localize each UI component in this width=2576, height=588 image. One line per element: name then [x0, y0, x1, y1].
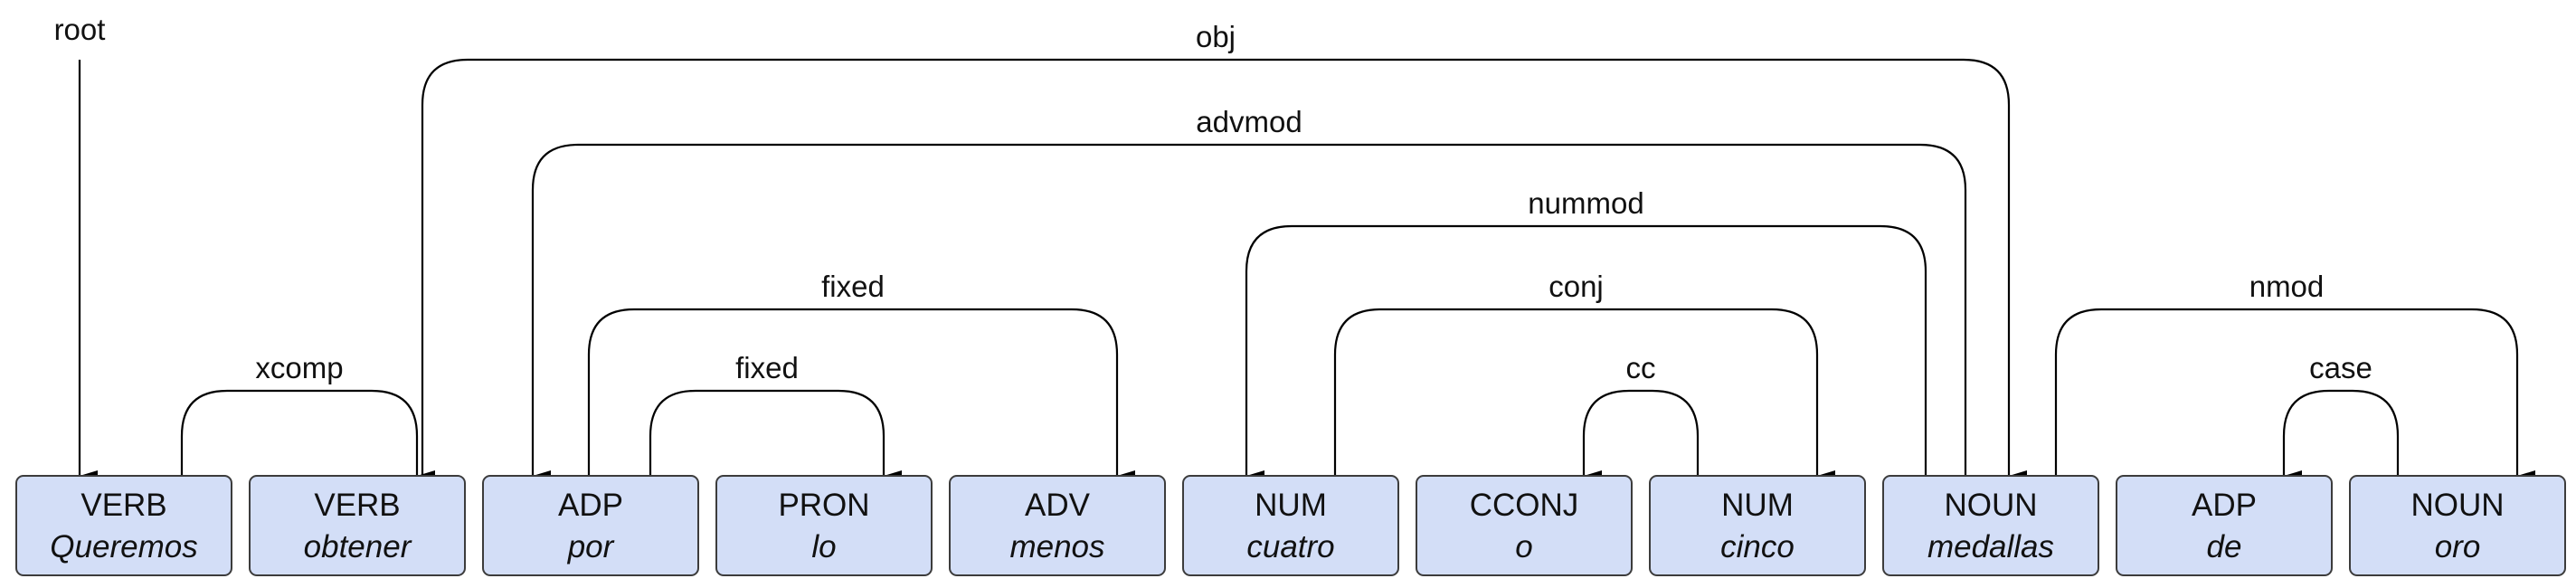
- arc-nummod: [1245, 224, 1927, 481]
- token-word: por: [567, 529, 615, 564]
- arc-label: case: [2309, 351, 2372, 384]
- token-box: [1182, 475, 1399, 576]
- token-box: [1882, 475, 2099, 576]
- token-word: oro: [2435, 529, 2481, 564]
- token-word: lo: [811, 529, 836, 564]
- token-1: VERB obtener: [249, 475, 466, 576]
- token-pos: CCONJ: [1470, 488, 1579, 523]
- token-7: NUM cinco: [1649, 475, 1866, 576]
- token-box: [2116, 475, 2333, 576]
- arc-label: fixed: [821, 270, 885, 303]
- token-box: [15, 475, 232, 576]
- token-pos: ADP: [2192, 488, 2257, 523]
- arc-conj: [1333, 308, 1835, 481]
- arc-label: obj: [1196, 20, 1236, 53]
- token-4: ADV menos: [949, 475, 1166, 576]
- token-pos: VERB: [314, 488, 400, 523]
- token-2: ADP por: [482, 475, 699, 576]
- arc-nmod: [2054, 308, 2535, 481]
- token-3: PRON lo: [715, 475, 933, 576]
- token-box: [949, 475, 1166, 576]
- token-5: NUM cuatro: [1182, 475, 1399, 576]
- arc-fixed: [649, 389, 902, 481]
- arc-label: nummod: [1528, 186, 1643, 220]
- arc-label: advmod: [1196, 105, 1302, 138]
- token-box: [2349, 475, 2566, 576]
- token-word: o: [1515, 529, 1532, 564]
- tokens-layer: VERB Queremos VERB obtener ADP por PRON lo ADV me…: [15, 475, 2566, 576]
- token-pos: NOUN: [1944, 488, 2037, 523]
- token-0: VERB Queremos: [15, 475, 232, 576]
- arcs-layer: xcomp fixed cc case fixed conj nmod nummod advmo…: [54, 13, 2535, 481]
- arc-cc: [1582, 389, 1700, 481]
- token-pos: NOUN: [2410, 488, 2504, 523]
- token-word: cuatro: [1246, 529, 1334, 564]
- token-pos: NUM: [1255, 488, 1327, 523]
- arc-advmod: [531, 143, 1967, 481]
- token-box: [482, 475, 699, 576]
- token-8: NOUN medallas: [1882, 475, 2099, 576]
- token-pos: NUM: [1721, 488, 1794, 523]
- arc-obj: [421, 58, 2027, 481]
- token-10: NOUN oro: [2349, 475, 2566, 576]
- token-word: cinco: [1720, 529, 1795, 564]
- arc-label: nmod: [2249, 270, 2325, 303]
- token-word: Queremos: [50, 529, 197, 564]
- root-label: root: [54, 13, 106, 46]
- token-word: de: [2207, 529, 2242, 564]
- token-pos: ADV: [1025, 488, 1091, 523]
- arc-case: [2282, 389, 2400, 481]
- arc-label: xcomp: [255, 351, 343, 384]
- token-word: medallas: [1927, 529, 2054, 564]
- token-6: CCONJ o: [1416, 475, 1633, 576]
- token-pos: PRON: [778, 488, 869, 523]
- arc-label: conj: [1548, 270, 1604, 303]
- arc-label: fixed: [735, 351, 799, 384]
- token-box: [1649, 475, 1866, 576]
- arc-label: cc: [1626, 351, 1656, 384]
- token-word: obtener: [304, 529, 412, 564]
- token-pos: ADP: [558, 488, 623, 523]
- token-box: [249, 475, 466, 576]
- arc-fixed: [587, 308, 1135, 481]
- token-box: [1416, 475, 1633, 576]
- token-word: menos: [1009, 529, 1104, 564]
- arc-xcomp: [180, 389, 435, 481]
- token-9: ADP de: [2116, 475, 2333, 576]
- token-pos: VERB: [80, 488, 166, 523]
- token-box: [715, 475, 933, 576]
